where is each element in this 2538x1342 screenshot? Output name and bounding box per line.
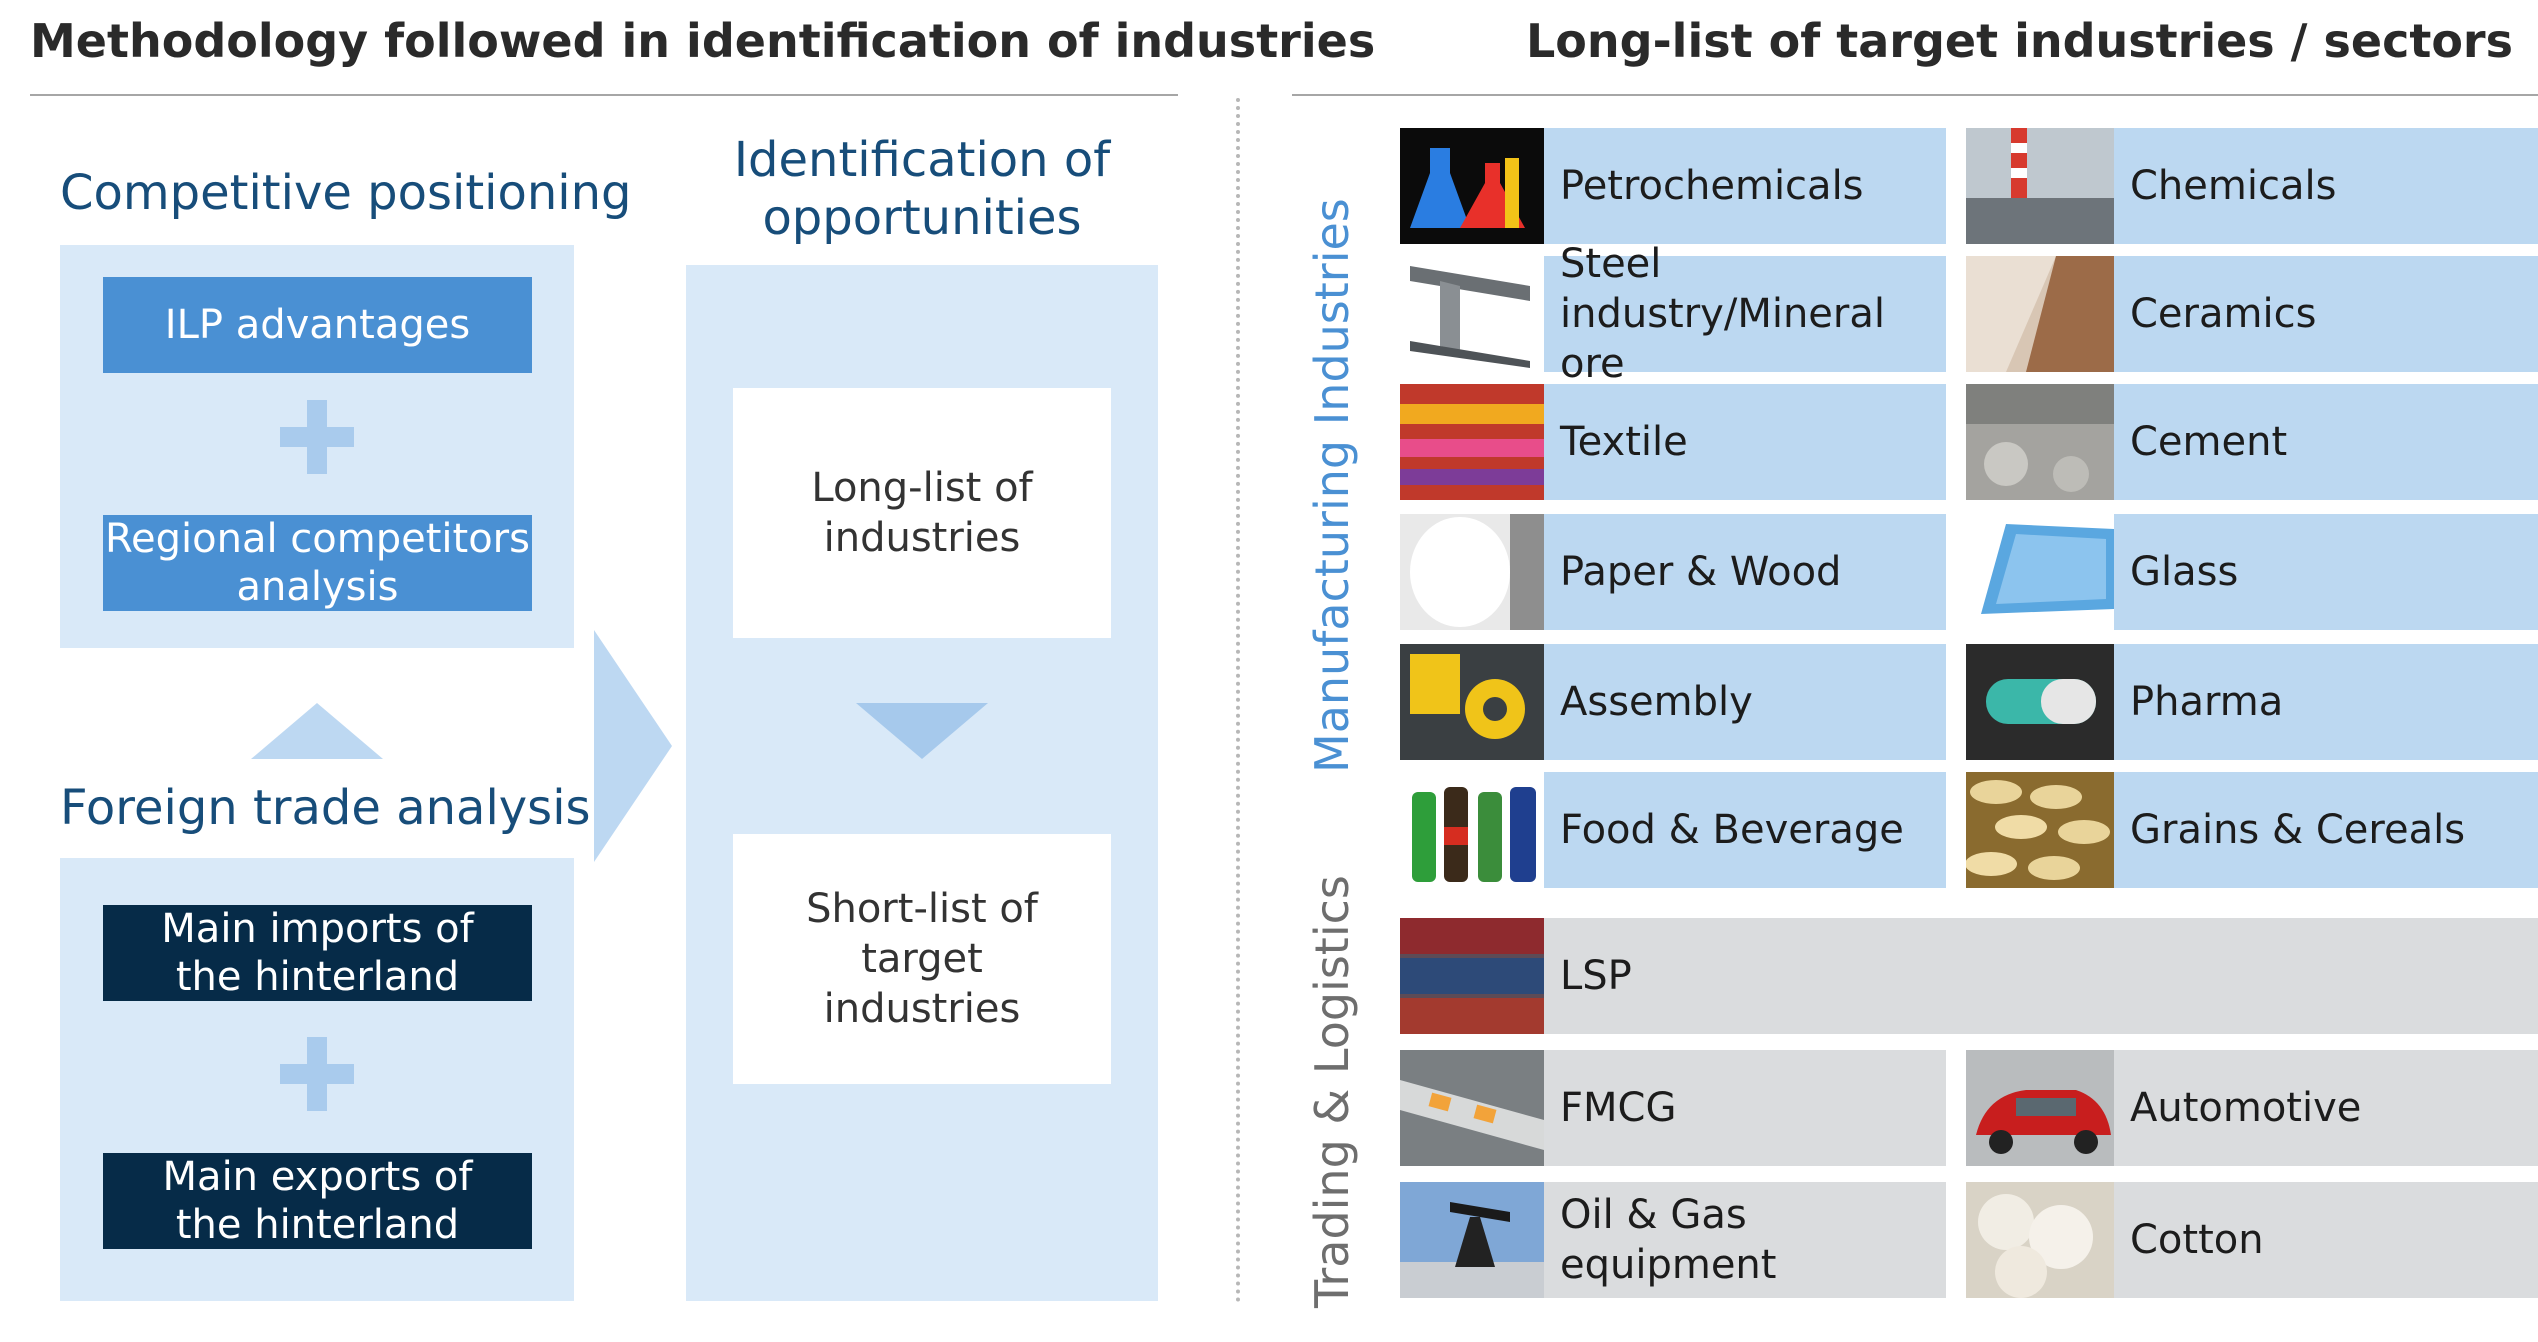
pharma-label: Pharma: [2130, 679, 2284, 725]
long-list-box: Long-list of industries: [733, 388, 1111, 638]
food-beverage-thumbnail: [1400, 772, 1544, 888]
oil-gas-tile: Oil & Gas equipment: [1544, 1182, 1946, 1298]
fmcg-thumbnail: [1400, 1050, 1544, 1166]
main-exports-line1: Main exports of: [162, 1154, 473, 1200]
assembly-thumbnail: [1400, 644, 1544, 760]
ilp-advantages-box: ILP advantages: [103, 277, 532, 373]
main-exports-box: Main exports of the hinterland: [103, 1153, 532, 1249]
fmcg-label: FMCG: [1560, 1085, 1677, 1131]
ceramics-tile: Ceramics: [2114, 256, 2538, 372]
triangle-down-icon: [856, 703, 988, 759]
short-list-line1: Short-list of: [806, 886, 1038, 932]
petrochemicals-label: Petrochemicals: [1560, 163, 1864, 209]
plus-icon: [280, 400, 354, 474]
chemicals-thumbnail: [1966, 128, 2114, 244]
glass-tile: Glass: [2114, 514, 2538, 630]
manufacturing-industries-label: Manufacturing Industries: [1305, 198, 1359, 773]
cement-tile: Cement: [2114, 384, 2538, 500]
paper-wood-tile: Paper & Wood: [1544, 514, 1946, 630]
textile-thumbnail: [1400, 384, 1544, 500]
regional-competitors-line1: Regional competitors: [105, 516, 530, 562]
main-imports-line2: the hinterland: [175, 954, 460, 1000]
oil-gas-thumbnail: [1400, 1182, 1544, 1298]
glass-thumbnail: [1966, 514, 2114, 630]
identification-heading: Identification of opportunities: [686, 132, 1158, 247]
foreign-trade-heading: Foreign trade analysis: [60, 780, 591, 836]
arrow-right-icon: [594, 630, 672, 862]
grains-cereals-tile: Grains & Cereals: [2114, 772, 2538, 888]
right-title-rule: [1292, 94, 2538, 96]
short-list-line3: industries: [823, 986, 1021, 1032]
chemicals-tile: Chemicals: [2114, 128, 2538, 244]
long-list-title: Long-list of target industries / sectors: [1526, 14, 2514, 68]
food-beverage-label: Food & Beverage: [1560, 807, 1904, 853]
textile-tile: Textile: [1544, 384, 1946, 500]
assembly-tile: Assembly: [1544, 644, 1946, 760]
automotive-tile: Automotive: [2114, 1050, 2538, 1166]
triangle-up-icon: [251, 703, 383, 759]
regional-competitors-line2: analysis: [236, 564, 399, 610]
automotive-label: Automotive: [2130, 1085, 2362, 1131]
short-list-line2: target: [861, 936, 983, 982]
methodology-title: Methodology followed in identification o…: [30, 14, 1376, 68]
automotive-thumbnail: [1966, 1050, 2114, 1166]
ceramics-label: Ceramics: [2130, 291, 2317, 337]
ceramics-thumbnail: [1966, 256, 2114, 372]
steel-tile: Steel industry/Mineral ore: [1544, 241, 1946, 387]
plus-icon: [280, 1037, 354, 1111]
identification-heading-line2: opportunities: [762, 189, 1082, 246]
steel-label-line2: industry/Mineral ore: [1560, 291, 1885, 387]
oil-gas-label: Oil & Gas equipment: [1560, 1192, 1777, 1288]
steel-label-line1: Steel: [1560, 241, 1662, 287]
cotton-tile: Cotton: [2114, 1182, 2538, 1298]
trading-logistics-label: Trading & Logistics: [1305, 875, 1359, 1308]
main-imports-box: Main imports of the hinterland: [103, 905, 532, 1001]
lsp-label: LSP: [1560, 953, 1632, 999]
lsp-thumbnail: [1400, 918, 1544, 1034]
regional-competitors-box: Regional competitors analysis: [103, 515, 532, 611]
competitive-positioning-heading: Competitive positioning: [60, 165, 632, 221]
main-exports-line2: the hinterland: [175, 1202, 460, 1248]
petrochemicals-thumbnail: [1400, 128, 1544, 244]
long-list-line1: Long-list of: [811, 465, 1033, 511]
section-divider: [1236, 98, 1240, 1303]
cement-thumbnail: [1966, 384, 2114, 500]
grains-cereals-label: Grains & Cereals: [2130, 807, 2466, 853]
assembly-label: Assembly: [1560, 679, 1753, 725]
long-list-line2: industries: [823, 515, 1021, 561]
pharma-tile: Pharma: [2114, 644, 2538, 760]
food-beverage-tile: Food & Beverage: [1544, 772, 1946, 888]
cotton-label: Cotton: [2130, 1217, 2264, 1263]
pharma-thumbnail: [1966, 644, 2114, 760]
cotton-thumbnail: [1966, 1182, 2114, 1298]
paper-wood-label: Paper & Wood: [1560, 549, 1842, 595]
paper-wood-thumbnail: [1400, 514, 1544, 630]
short-list-box: Short-list of target industries: [733, 834, 1111, 1084]
identification-heading-line1: Identification of: [733, 132, 1111, 188]
main-imports-line1: Main imports of: [161, 906, 474, 952]
petrochemicals-tile: Petrochemicals: [1544, 128, 1946, 244]
steel-thumbnail: [1400, 256, 1544, 372]
left-title-rule: [30, 94, 1178, 96]
lsp-tile: LSP: [1544, 918, 2538, 1034]
glass-label: Glass: [2130, 549, 2239, 595]
fmcg-tile: FMCG: [1544, 1050, 1946, 1166]
chemicals-label: Chemicals: [2130, 163, 2337, 209]
cement-label: Cement: [2130, 419, 2288, 465]
textile-label: Textile: [1560, 419, 1688, 465]
grains-cereals-thumbnail: [1966, 772, 2114, 888]
